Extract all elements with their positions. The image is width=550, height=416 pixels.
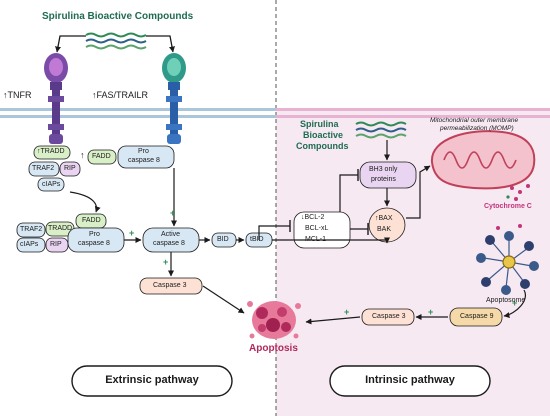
apoptosome-label: Apoptosome <box>486 297 526 304</box>
ciaps-bottom-label: cIAPs <box>20 241 39 248</box>
membrane-bottom-left <box>0 115 276 118</box>
pro-caspase8-top-line1: Pro <box>138 148 149 155</box>
apoptotic-cell-icon <box>247 301 301 339</box>
pro-caspase8-top-line2: caspase 8 <box>128 157 160 164</box>
mcl1-label: MCL-1 <box>305 236 327 243</box>
pro-caspase8-top-box <box>117 145 175 169</box>
caspase3-right-label: Caspase 3 <box>372 313 406 320</box>
plus-sign-6: + <box>512 298 518 308</box>
traf2-top-label: TRAF2 <box>32 165 55 172</box>
ciaps-top-label: cIAPs <box>42 181 61 188</box>
tradd-top-label: ↑TRADD <box>37 148 65 155</box>
apoptosis-label: Apoptosis <box>249 343 298 354</box>
bcl2-label: ↓BCL-2 <box>301 214 325 221</box>
active-caspase8-line2: caspase 8 <box>153 240 185 247</box>
plus-sign-2: + <box>129 228 135 238</box>
membrane-top-left <box>0 108 276 111</box>
spirulina-title-right-1: Spirulina <box>300 119 339 129</box>
bh3-line1: BH3 only <box>369 166 398 173</box>
apoptosome-icon <box>476 224 539 295</box>
momp-line1: Mitochondrial outer membrane <box>430 117 519 124</box>
fadd-top-box <box>87 149 117 165</box>
membrane-top-right <box>276 108 550 111</box>
plus-sign-1: + <box>170 208 176 218</box>
spirulina-strands-intrinsic <box>355 121 407 139</box>
rip-bottom-label: RIP <box>50 241 62 248</box>
fas-trailr-label: ↑FAS/TRAILR <box>92 90 149 100</box>
bax-bak-circle <box>368 207 406 243</box>
arrow-to-tnfr <box>55 35 86 53</box>
extrinsic-pathway-label: Extrinsic pathway <box>105 374 199 386</box>
intrinsic-label-box <box>329 365 491 397</box>
active-caspase8-line1: Active <box>161 231 181 238</box>
extrinsic-label-box <box>71 365 233 397</box>
rip-top-label: RIP <box>64 165 76 172</box>
plus-sign-3: + <box>163 257 169 267</box>
momp-line2: permeabilization (MOMP) <box>440 125 514 132</box>
bh3-line2: proteins <box>371 176 396 183</box>
traf2-top-box <box>28 161 60 177</box>
spirulina-title-right-2: Bioactive <box>303 130 344 140</box>
bh3-box <box>359 161 417 189</box>
fadd-up-arrow: ↑ <box>80 150 85 160</box>
caspase3-left-label: Caspase 3 <box>153 282 187 289</box>
tradd-bottom-label: TRADD <box>48 225 73 232</box>
traf2-bottom-label: TRAF2 <box>20 226 43 233</box>
caspase3-right-box <box>361 308 415 326</box>
pro-caspase8-bottom-line2: caspase 8 <box>78 240 110 247</box>
bak-label: BAK <box>377 226 392 233</box>
fadd-top-label: FADD <box>92 153 111 160</box>
tradd-top-box <box>33 145 71 160</box>
ciaps-bottom-box <box>16 237 46 253</box>
ciaps-top-box <box>37 177 65 192</box>
plus-sign-5: + <box>428 307 434 317</box>
caspase9-box <box>449 307 503 327</box>
membrane-bottom-right <box>276 115 550 118</box>
tnfr-label: ↑TNFR <box>3 90 32 100</box>
cytochrome-c-label: Cytochrome C <box>484 203 532 210</box>
tnfr-receptor <box>44 53 68 144</box>
fadd-bottom-label: FADD <box>82 217 101 224</box>
traf2-bottom-box <box>16 222 46 238</box>
mitochondrion-icon <box>430 130 536 201</box>
inhibition-bars <box>289 169 369 235</box>
bid-label: BID <box>217 236 229 243</box>
fas-trailr-receptor <box>162 53 186 144</box>
pro-caspase8-bottom-line1: Pro <box>89 231 100 238</box>
plus-sign-4: + <box>344 307 350 317</box>
caspase3-left-box <box>139 277 203 295</box>
intrinsic-pathway-label: Intrinsic pathway <box>365 374 455 386</box>
pathway-arrows <box>69 140 526 325</box>
rip-top-box <box>59 161 81 177</box>
arrow-to-fas <box>146 35 175 53</box>
spirulina-strands-top <box>85 32 147 50</box>
spirulina-title-right-3: Compounds <box>296 141 349 151</box>
tbid-label: tBID <box>250 236 264 243</box>
spirulina-title-left: Spirulina Bioactive Compounds <box>42 11 194 22</box>
bax-label: ↑BAX <box>375 215 393 222</box>
caspase9-label: Caspase 9 <box>460 313 494 320</box>
bcl2-box <box>293 211 351 249</box>
bclxl-label: BCL-xL <box>305 225 329 232</box>
